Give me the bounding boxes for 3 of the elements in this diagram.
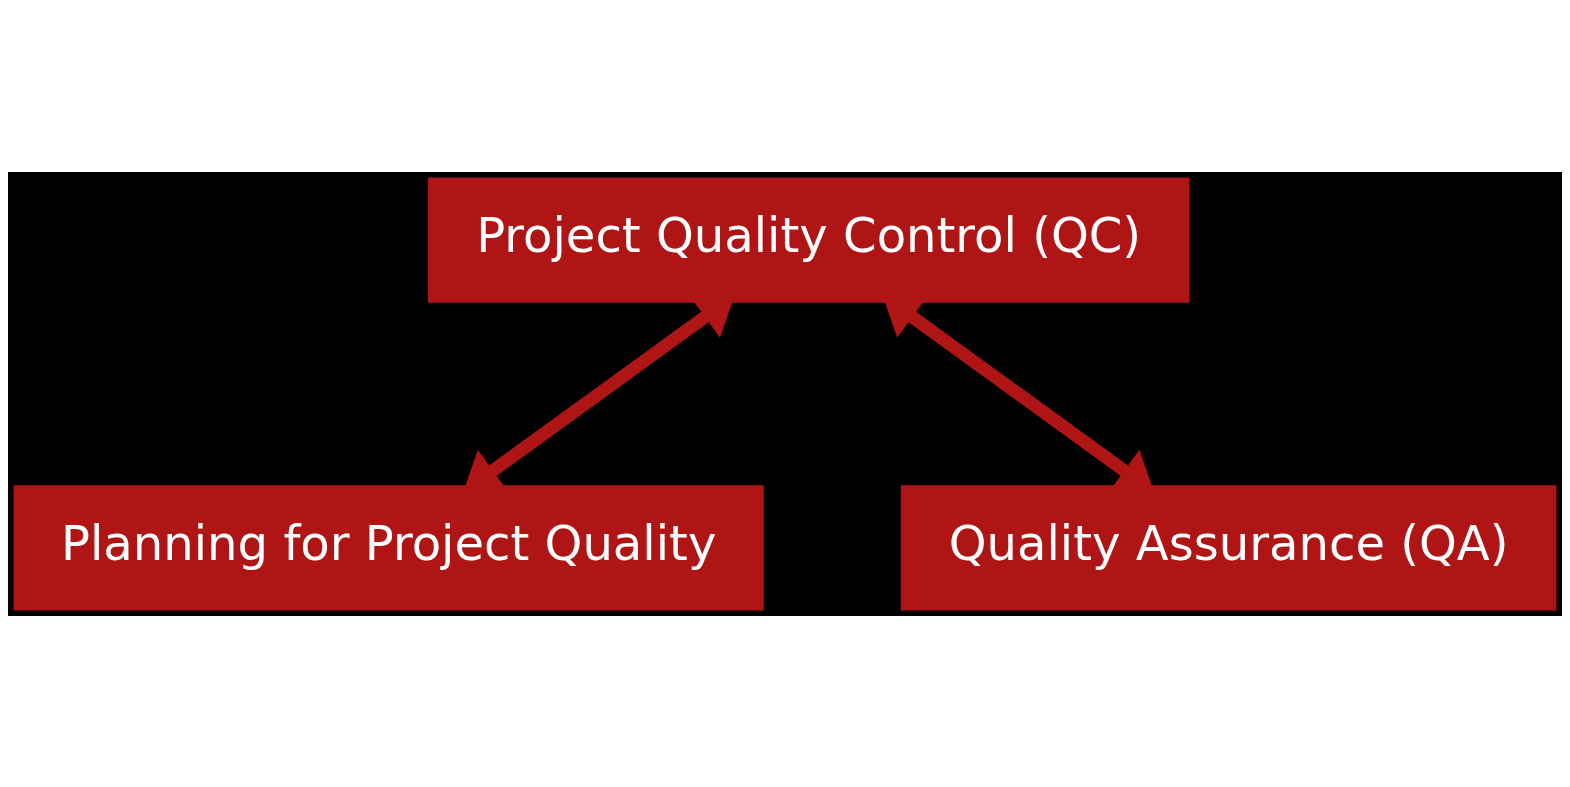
node-box: Planning for Project Quality <box>13 484 764 610</box>
node-box: Project Quality Control (QC) <box>427 177 1190 303</box>
node-box: Quality Assurance (QA) <box>900 484 1557 610</box>
